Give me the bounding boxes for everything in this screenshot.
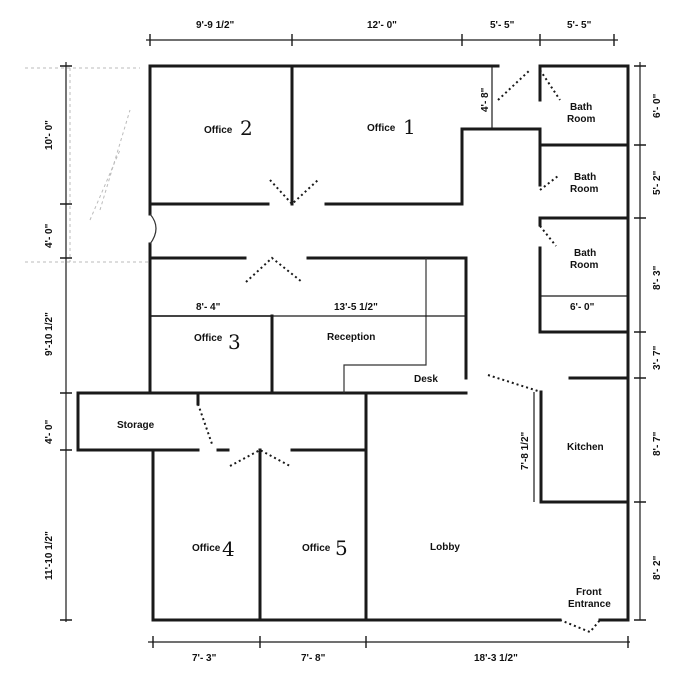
front-entrance-label-1: Front xyxy=(576,587,602,598)
dim-top-3: 5'- 5" xyxy=(490,20,515,31)
dim-right-3: 8'- 3" xyxy=(652,265,663,290)
dimension-labels: 9'-9 1/2" 12'- 0" 5'- 5" 5'- 5" 10'- 0" … xyxy=(44,20,663,664)
bath3-label-2: Room xyxy=(570,260,598,271)
reception-desk xyxy=(343,258,427,393)
dim-left-1: 10'- 0" xyxy=(44,120,55,150)
bath1-label-2: Room xyxy=(567,114,595,125)
dim-right-2: 5'- 2" xyxy=(652,170,663,195)
lobby-label: Lobby xyxy=(430,542,460,553)
room-labels: Office 2 Office 1 Bath Room Bath Room Ba… xyxy=(117,102,611,610)
office1-number: 1 xyxy=(403,115,416,139)
office4-label: Office xyxy=(192,543,221,554)
dim-top-4: 5'- 5" xyxy=(567,20,592,31)
dim-top-1: 9'-9 1/2" xyxy=(196,20,235,31)
dim-bottom-3: 18'-3 1/2" xyxy=(474,653,518,664)
storage-label: Storage xyxy=(117,420,155,431)
office3-number: 3 xyxy=(228,330,241,354)
dim-right-6: 8'- 2" xyxy=(652,555,663,580)
kitchen-label: Kitchen xyxy=(567,442,604,453)
office1-label: Office xyxy=(367,123,396,134)
office5-label: Office xyxy=(302,543,331,554)
desk-label: Desk xyxy=(414,374,438,385)
front-entrance-label-2: Entrance xyxy=(568,599,611,610)
office4-number: 4 xyxy=(222,537,235,561)
bath3-label-1: Bath xyxy=(574,248,596,259)
dim-left-2: 4'- 0" xyxy=(44,223,55,248)
bath1-label-1: Bath xyxy=(570,102,592,113)
dim-bath-width: 6'- 0" xyxy=(570,302,595,313)
doors xyxy=(197,69,601,634)
dim-left-4: 4'- 0" xyxy=(44,419,55,444)
bath2-label-2: Room xyxy=(570,184,598,195)
dim-reception-width: 13'-5 1/2" xyxy=(334,302,378,313)
bath2-label-1: Bath xyxy=(574,172,596,183)
office5-number: 5 xyxy=(335,536,348,560)
dim-bottom-1: 7'- 3" xyxy=(192,653,217,664)
dim-left-5: 11'-10 1/2" xyxy=(44,531,55,580)
dim-top-2: 12'- 0" xyxy=(367,20,397,31)
dim-bottom-2: 7'- 8" xyxy=(301,653,326,664)
dimension-lines xyxy=(60,34,646,648)
dim-kitchen-wall: 7'-8 1/2" xyxy=(520,431,531,470)
sketch-marks xyxy=(25,67,148,263)
dim-right-1: 6'- 0" xyxy=(652,93,663,118)
dim-corridor-depth: 4'- 8" xyxy=(480,87,491,112)
office2-number: 2 xyxy=(240,116,253,140)
office3-label: Office xyxy=(194,333,223,344)
dim-office3-width: 8'- 4" xyxy=(196,302,221,313)
reception-label: Reception xyxy=(327,332,375,343)
walls xyxy=(76,64,630,622)
dim-right-4: 3'- 7" xyxy=(652,345,663,370)
dim-right-5: 8'- 7" xyxy=(652,431,663,456)
dim-left-3: 9'-10 1/2" xyxy=(44,312,55,356)
office2-label: Office xyxy=(204,125,233,136)
